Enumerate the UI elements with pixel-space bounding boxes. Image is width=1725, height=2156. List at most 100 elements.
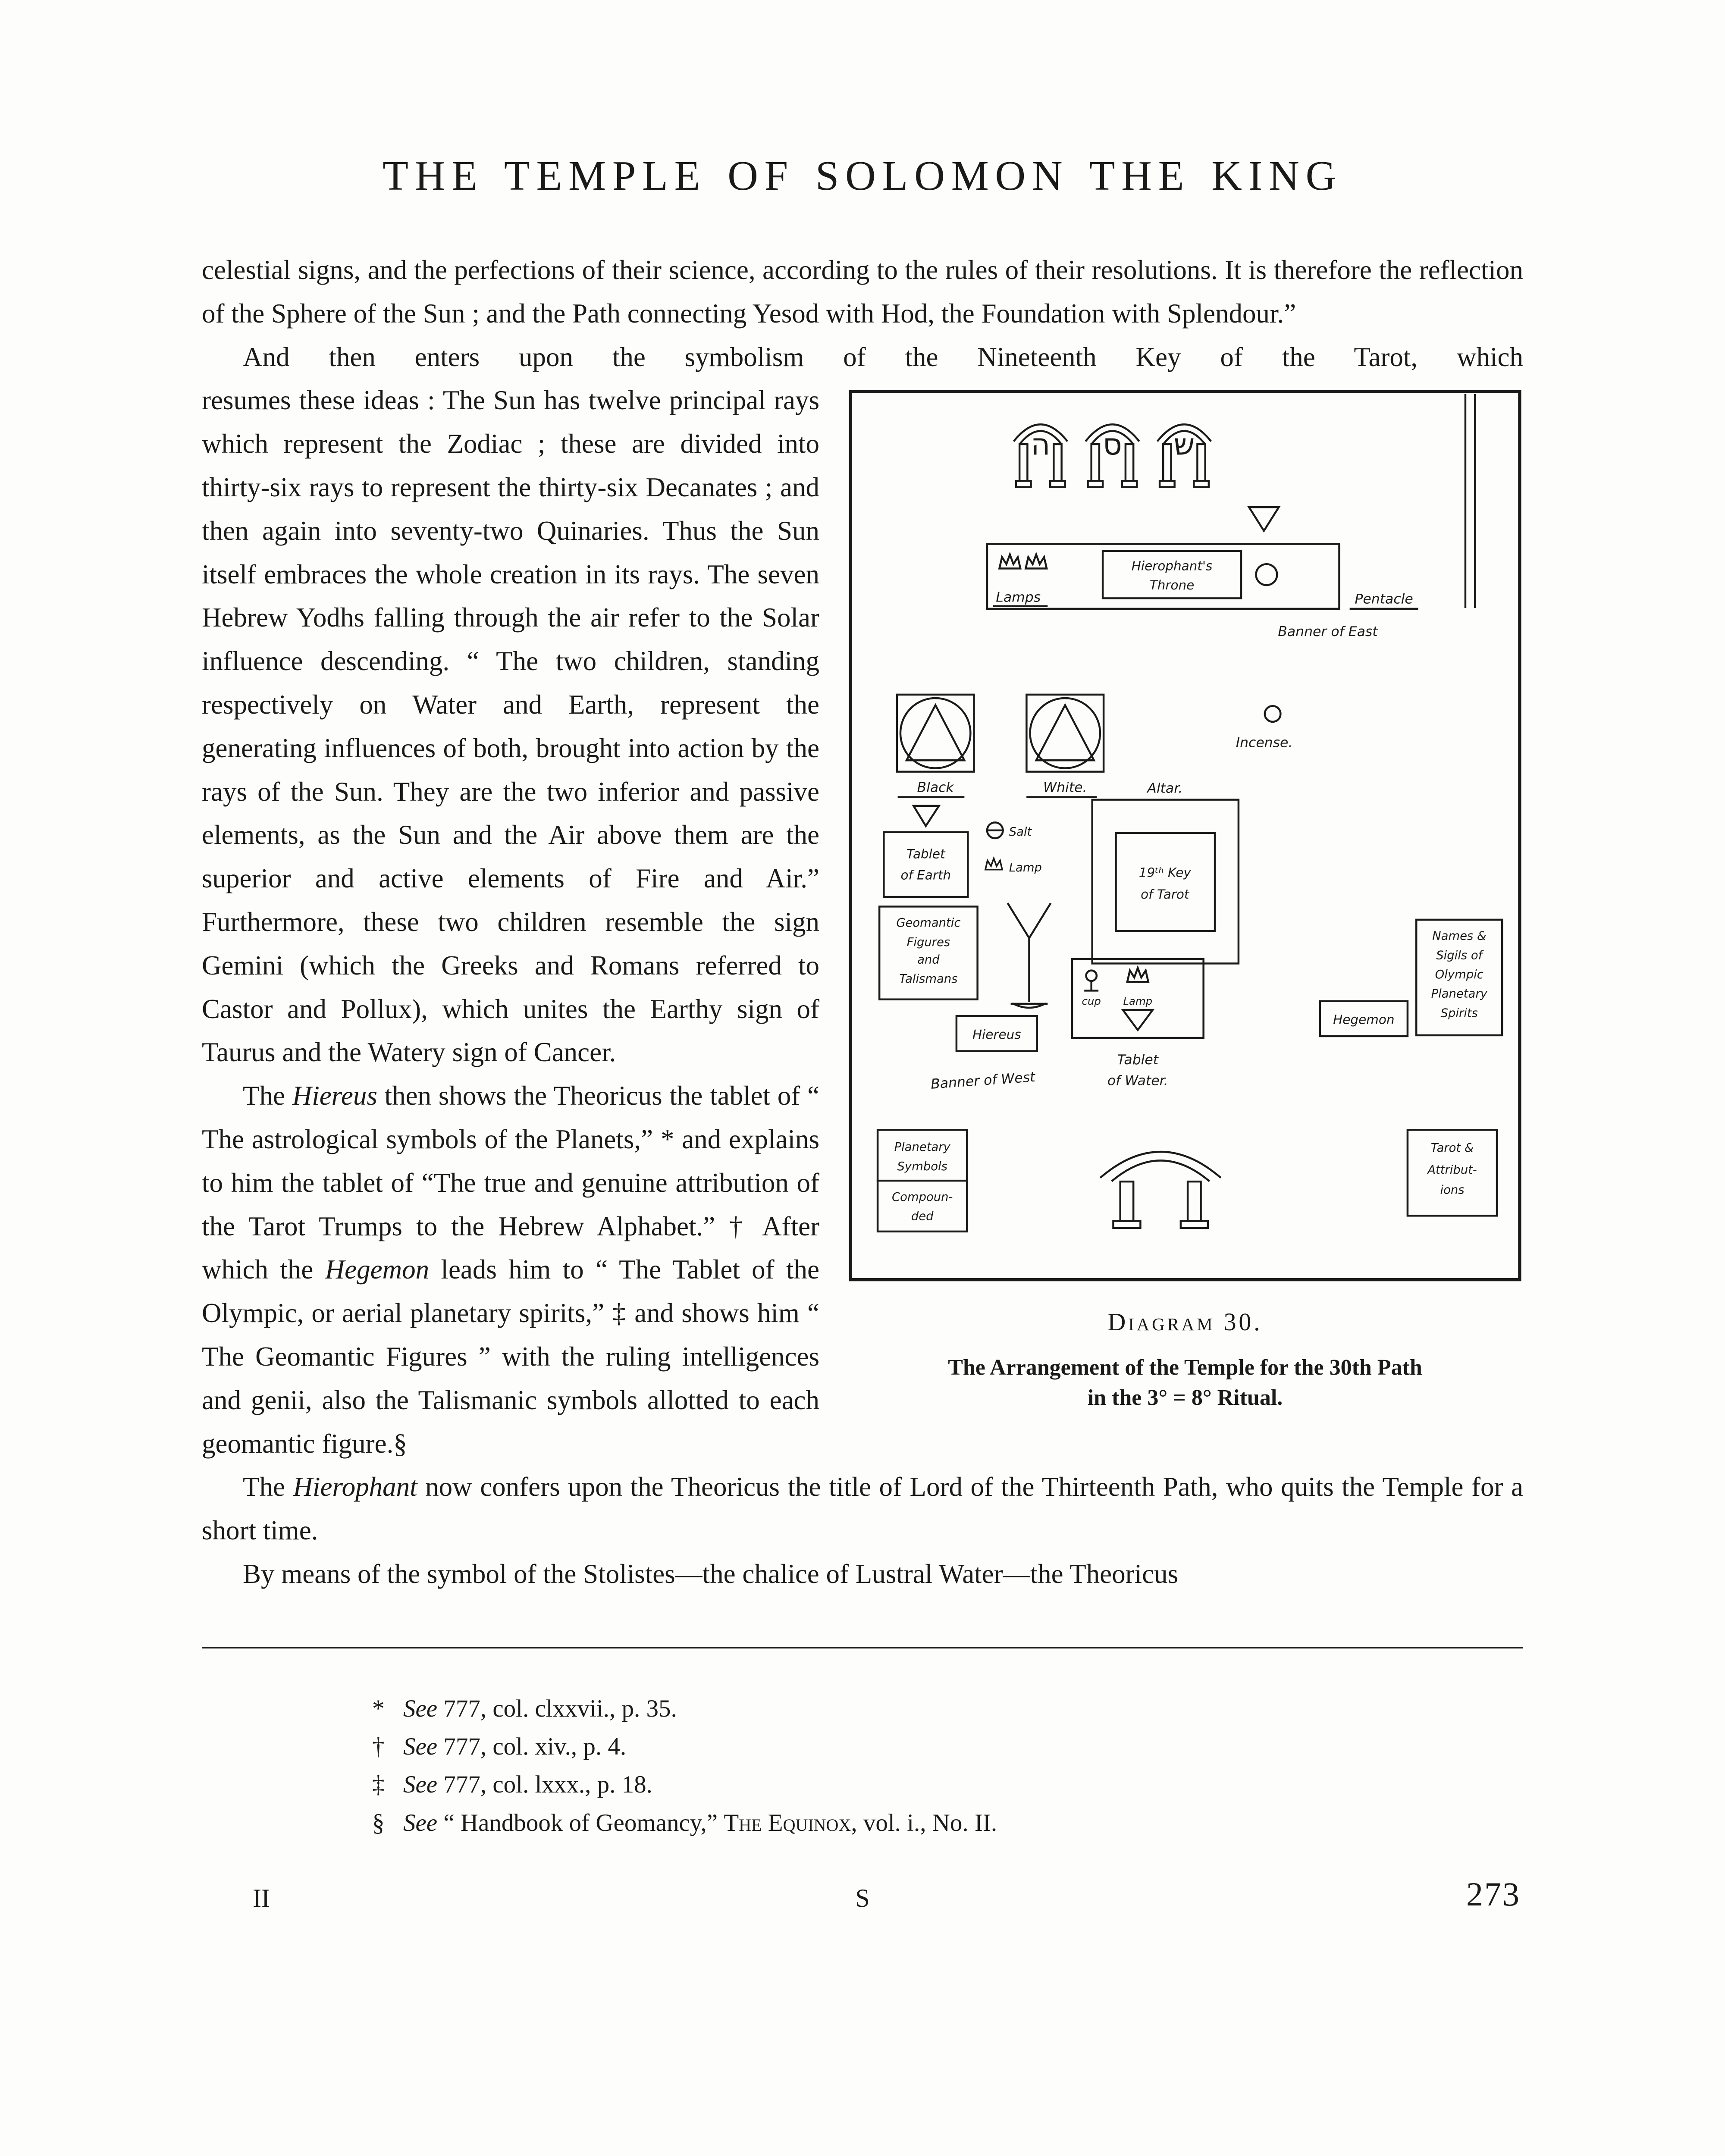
- diagram-caption: Diagram 30. The Arrangement of the Templ…: [847, 1302, 1523, 1413]
- label-olympic-3: Olympic: [1435, 968, 1484, 981]
- salt-and-lamp: Salt Lamp: [985, 821, 1042, 875]
- diagram-border: [849, 390, 1521, 1282]
- planetary-symbols-box: Planetary Symbols Compoun- ded: [876, 1129, 968, 1233]
- paragraph-4-text-b: now confers upon the Theoricus the title…: [202, 1472, 1523, 1546]
- label-geomantic-2: Figures: [907, 936, 950, 949]
- diagram-caption-label: Diagram 30.: [1107, 1308, 1263, 1336]
- label-olympic-1: Names &: [1432, 930, 1486, 943]
- earth-triangle-icon: [912, 805, 941, 828]
- hierophant-term: Hierophant: [293, 1472, 417, 1502]
- diagram-caption-line2: in the 3° = 8° Ritual.: [1087, 1385, 1283, 1410]
- throne-circle: [1255, 563, 1278, 586]
- lamp-icon: [985, 858, 1003, 871]
- page-footer: II S 273: [202, 1875, 1523, 1931]
- label-lamps: Lamps: [996, 590, 1041, 605]
- gateway-arch: [1156, 423, 1212, 489]
- footnote-1-text: 777, col. clxxvii., p. 35.: [437, 1695, 677, 1722]
- footnotes: *See 777, col. clxxvii., p. 35. †See 777…: [202, 1690, 1523, 1842]
- label-hiereus: Hiereus: [972, 1027, 1021, 1042]
- footnote-3: ‡See 777, col. lxxx., p. 18.: [372, 1766, 1523, 1804]
- footnote-divider: [202, 1646, 1523, 1648]
- crown-icon: [1026, 555, 1047, 568]
- hiereus-term: Hiereus: [292, 1081, 377, 1111]
- paragraph-3-text-a: The: [243, 1081, 292, 1111]
- label-cup: cup: [1082, 995, 1101, 1007]
- label-pentacle: Pentacle: [1355, 592, 1413, 607]
- hiereus-box: Hiereus: [955, 1015, 1038, 1053]
- black-pillar: Black: [896, 694, 975, 799]
- cup-of-stolistes: [1007, 903, 1052, 1009]
- paragraph-2-lead: And then enters upon the symbolism of th…: [243, 342, 1523, 372]
- paragraph-3: The Hiereus then shows the Theoricus the…: [202, 1074, 1523, 1465]
- label-black: Black: [917, 780, 954, 796]
- paragraph-5-text: By means of the symbol of the Stolistes—…: [243, 1558, 1179, 1589]
- water-triangle-icon: [1121, 1009, 1155, 1032]
- see-ref: See: [403, 1809, 438, 1836]
- incense: Incense.: [1236, 705, 1292, 751]
- label-tarot-3: ions: [1440, 1184, 1464, 1197]
- east-gateways: ה ס ש: [1013, 423, 1212, 489]
- diagram-caption-line1: The Arrangement of the Temple for the 30…: [948, 1355, 1422, 1380]
- cup-icon: [1085, 969, 1098, 982]
- equinox-title: The Equinox: [724, 1809, 851, 1836]
- label-lamp: Lamp: [1009, 862, 1042, 875]
- white-pillar: White.: [1026, 694, 1105, 799]
- footnote-4-text-b: , vol. i., No. II.: [851, 1809, 997, 1836]
- footnote-symbol: *: [372, 1695, 385, 1722]
- cup-lamp-box: cup Lamp: [1071, 958, 1204, 1039]
- hebrew-letter-2: ס: [1103, 428, 1122, 462]
- label-tablet-earth-2: of Earth: [900, 868, 951, 883]
- label-tablet-water-2: of Water.: [1107, 1073, 1168, 1089]
- footnote-symbol: ‡: [372, 1771, 385, 1799]
- right-rail: [1464, 394, 1476, 608]
- hebrew-letter-3: ש: [1174, 428, 1195, 462]
- label-banner-of-west: Banner of West: [930, 1069, 1036, 1092]
- triangle-icon: [1247, 506, 1281, 533]
- label-tablet-earth-1: Tablet: [906, 847, 946, 862]
- hegemon-term: Hegemon: [325, 1254, 430, 1285]
- see-ref: See: [403, 1733, 438, 1761]
- signature-mark: S: [855, 1884, 870, 1913]
- label-19th-key: 19ᵗʰ Key: [1139, 865, 1192, 880]
- see-ref: See: [403, 1695, 438, 1722]
- label-olympic-4: Planetary: [1431, 987, 1488, 1001]
- footnote-4-text-a: “ Handbook of Geomancy,”: [437, 1809, 724, 1836]
- paragraph-1: celestial signs, and the perfections of …: [202, 248, 1523, 335]
- label-olympic-5: Spirits: [1441, 1007, 1478, 1020]
- gateway-arch: [1013, 423, 1068, 489]
- tarot-attributions-box: Tarot & Attribut- ions: [1406, 1129, 1498, 1217]
- page-title: THE TEMPLE OF SOLOMON THE KING: [383, 153, 1342, 199]
- paragraph-2: And then enters upon the symbolism of th…: [202, 335, 1523, 1410]
- paragraph-2-text: resumes these ideas : The Sun has twelve…: [202, 385, 819, 1068]
- label-geomantic-1: Geomantic: [896, 917, 960, 930]
- label-tarot-1: Tarot &: [1431, 1141, 1474, 1155]
- label-banner-of-east: Banner of East: [1278, 624, 1378, 639]
- see-ref: See: [403, 1771, 438, 1799]
- label-of-tarot: of Tarot: [1141, 887, 1190, 902]
- label-altar: Altar.: [1146, 781, 1182, 796]
- label-olympic-2: Sigils of: [1436, 949, 1484, 962]
- label-geomantic-3: and: [917, 953, 940, 967]
- hegemon-box: Hegemon: [1319, 1000, 1409, 1037]
- tablet-of-water: Tablet of Water.: [1107, 1052, 1168, 1089]
- label-tablet-water-1: Tablet: [1117, 1052, 1159, 1068]
- west-gateway: [1099, 1151, 1222, 1229]
- tablet-of-earth: Tablet of Earth: [883, 805, 969, 898]
- paragraph-3-text-b: then shows the Theoricus the tablet of “…: [202, 1081, 820, 1285]
- figure-diagram-30: ה ס ש Lamps Hierophant's: [847, 388, 1523, 1413]
- paragraph-5: By means of the symbol of the Stolistes—…: [202, 1552, 1523, 1596]
- olympic-spirits-box: Names & Sigils of Olympic Planetary Spir…: [1415, 919, 1503, 1037]
- label-geomantic-4: Talismans: [899, 972, 957, 986]
- throne-area: Lamps Hierophant's Throne Pentacle Banne…: [986, 543, 1418, 639]
- lamp-icon: [1127, 968, 1148, 982]
- page-number: 273: [1466, 1875, 1521, 1913]
- label-hierophants-throne-1: Hierophant's: [1132, 559, 1213, 573]
- label-salt: Salt: [1009, 825, 1032, 839]
- label-white: White.: [1043, 780, 1087, 796]
- label-planetary-3: Compoun-: [892, 1191, 953, 1204]
- geomantic-figures-box: Geomantic Figures and Talismans: [878, 906, 979, 1001]
- crown-icon: [999, 555, 1020, 568]
- altar: Altar. 19ᵗʰ Key of Tarot: [1091, 781, 1240, 965]
- label-planetary-4: ded: [911, 1210, 934, 1223]
